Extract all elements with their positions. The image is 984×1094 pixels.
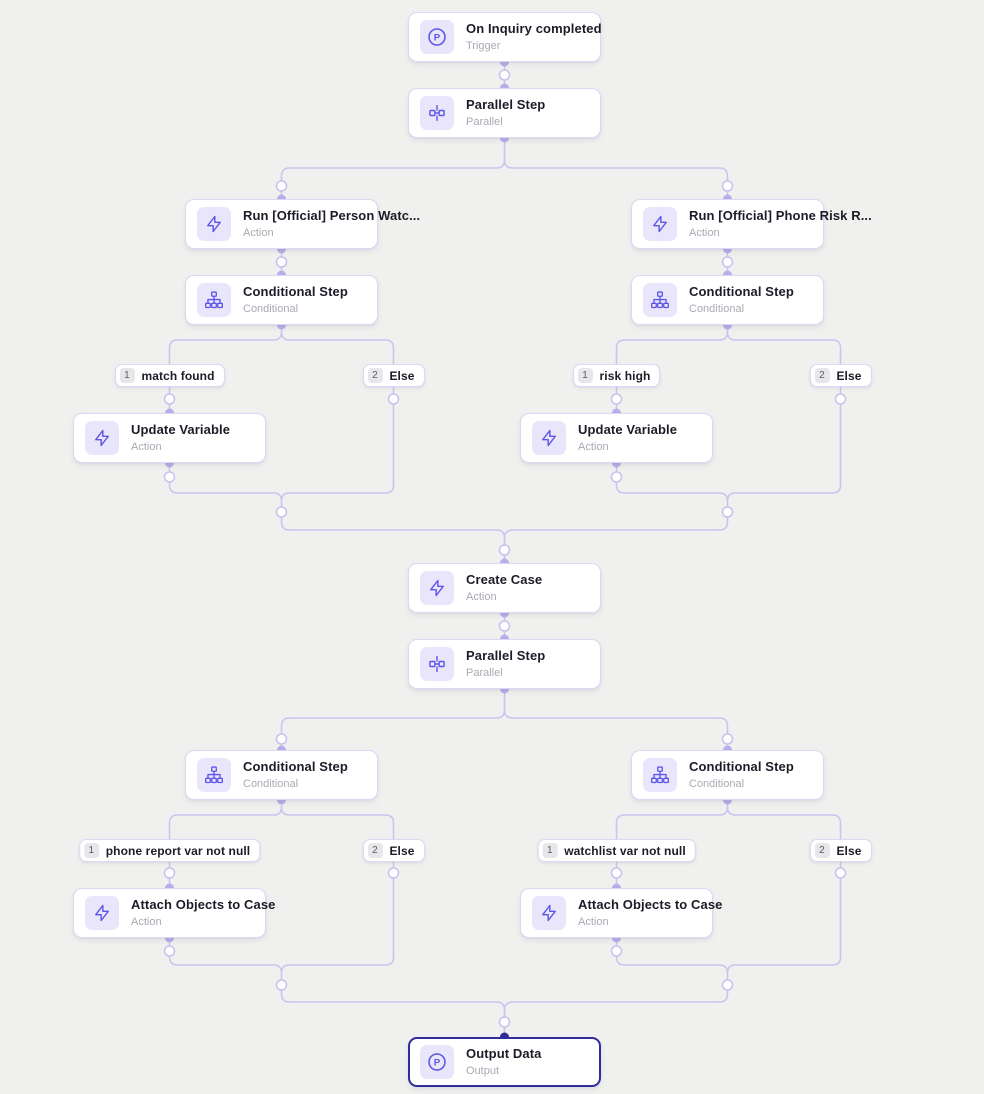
node-title: Output Data xyxy=(466,1045,542,1061)
node-title: Conditional Step xyxy=(689,283,794,299)
parallel-icon xyxy=(420,647,454,681)
node-update-variable-2[interactable]: Update Variable Action xyxy=(520,413,713,463)
lightning-bolt-icon xyxy=(420,571,454,605)
lightning-bolt-icon xyxy=(85,421,119,455)
parallel-icon xyxy=(420,96,454,130)
branch-pill-watchlist-var-not-null[interactable]: 1 watchlist var not null xyxy=(537,839,696,862)
node-conditional-step-3[interactable]: Conditional Step Conditional xyxy=(185,750,378,800)
sitemap-icon xyxy=(643,758,677,792)
branch-label: Else xyxy=(836,843,862,858)
node-title: Run [Official] Person Watc... xyxy=(243,207,421,223)
branch-pill-risk-high[interactable]: 1 risk high xyxy=(572,364,661,387)
sitemap-icon xyxy=(643,283,677,317)
branch-pill-else-1[interactable]: 2 Else xyxy=(362,364,425,387)
branch-number-badge: 2 xyxy=(367,843,383,858)
node-parallel-step-1[interactable]: Parallel Step Parallel xyxy=(408,88,601,138)
connector-add-step-handles[interactable] xyxy=(163,69,847,1028)
connector-endpoint-dots xyxy=(165,57,732,943)
node-subtitle: Conditional xyxy=(689,777,745,790)
node-subtitle: Action xyxy=(578,915,609,928)
branch-pill-else-4[interactable]: 2 Else xyxy=(809,839,872,862)
lightning-bolt-icon xyxy=(197,207,231,241)
node-title: Attach Objects to Case xyxy=(131,896,276,912)
node-subtitle: Conditional xyxy=(689,302,745,315)
node-title: Attach Objects to Case xyxy=(578,896,723,912)
node-subtitle: Parallel xyxy=(466,115,503,128)
node-subtitle: Output xyxy=(466,1064,500,1077)
node-subtitle: Trigger xyxy=(466,39,501,52)
lightning-bolt-icon xyxy=(643,207,677,241)
node-conditional-step-4[interactable]: Conditional Step Conditional xyxy=(631,750,824,800)
branch-pill-else-2[interactable]: 2 Else xyxy=(809,364,872,387)
node-subtitle: Action xyxy=(578,440,609,453)
node-title: Update Variable xyxy=(578,421,678,437)
node-run-phone-risk-report[interactable]: Run [Official] Phone Risk R... Action xyxy=(631,199,872,249)
lightning-bolt-icon xyxy=(532,896,566,930)
branch-number-badge: 2 xyxy=(814,368,830,383)
branch-number-badge: 2 xyxy=(814,843,830,858)
node-subtitle: Action xyxy=(689,226,720,239)
branch-label: Else xyxy=(389,843,415,858)
node-subtitle: Conditional xyxy=(243,777,299,790)
branch-number-badge: 2 xyxy=(367,368,383,383)
branch-number-badge: 1 xyxy=(83,843,99,858)
branch-label: phone report var not null xyxy=(105,843,251,858)
branch-label: match found xyxy=(141,368,215,383)
lightning-bolt-icon xyxy=(532,421,566,455)
node-on-inquiry-completed[interactable]: P On Inquiry completed Trigger xyxy=(408,12,602,62)
persona-logo-icon: P xyxy=(420,20,454,54)
persona-logo-icon: P xyxy=(420,1045,454,1079)
node-title: Update Variable xyxy=(131,421,231,437)
branch-label: risk high xyxy=(599,368,651,383)
node-title: Conditional Step xyxy=(243,283,348,299)
lightning-bolt-icon xyxy=(85,896,119,930)
node-title: Conditional Step xyxy=(689,758,794,774)
node-subtitle: Action xyxy=(466,590,497,603)
node-attach-objects-1[interactable]: Attach Objects to Case Action xyxy=(73,888,276,938)
branch-number-badge: 1 xyxy=(577,368,593,383)
node-update-variable-1[interactable]: Update Variable Action xyxy=(73,413,266,463)
node-title: Parallel Step xyxy=(466,96,546,112)
sitemap-icon xyxy=(197,758,231,792)
node-parallel-step-2[interactable]: Parallel Step Parallel xyxy=(408,639,601,689)
node-subtitle: Action xyxy=(243,226,274,239)
node-output-data[interactable]: P Output Data Output xyxy=(408,1037,601,1087)
node-title: Run [Official] Phone Risk R... xyxy=(689,207,872,223)
node-conditional-step-2[interactable]: Conditional Step Conditional xyxy=(631,275,824,325)
svg-text:P: P xyxy=(434,32,441,43)
node-run-person-watchlist[interactable]: Run [Official] Person Watc... Action xyxy=(185,199,421,249)
node-title: Conditional Step xyxy=(243,758,348,774)
branch-label: Else xyxy=(836,368,862,383)
node-subtitle: Action xyxy=(131,915,162,928)
sitemap-icon xyxy=(197,283,231,317)
node-conditional-step-1[interactable]: Conditional Step Conditional xyxy=(185,275,378,325)
node-subtitle: Conditional xyxy=(243,302,299,315)
branch-number-badge: 1 xyxy=(542,843,558,858)
node-create-case[interactable]: Create Case Action xyxy=(408,563,601,613)
node-subtitle: Parallel xyxy=(466,666,503,679)
node-title: Parallel Step xyxy=(466,647,546,663)
svg-text:P: P xyxy=(434,1057,441,1068)
branch-number-badge: 1 xyxy=(119,368,135,383)
node-title: On Inquiry completed xyxy=(466,20,602,36)
node-attach-objects-2[interactable]: Attach Objects to Case Action xyxy=(520,888,723,938)
branch-pill-match-found[interactable]: 1 match found xyxy=(114,364,225,387)
branch-pill-phone-report-var-not-null[interactable]: 1 phone report var not null xyxy=(78,839,261,862)
branch-label: watchlist var not null xyxy=(564,843,686,858)
branch-pill-else-3[interactable]: 2 Else xyxy=(362,839,425,862)
node-title: Create Case xyxy=(466,571,543,587)
node-subtitle: Action xyxy=(131,440,162,453)
branch-label: Else xyxy=(389,368,415,383)
